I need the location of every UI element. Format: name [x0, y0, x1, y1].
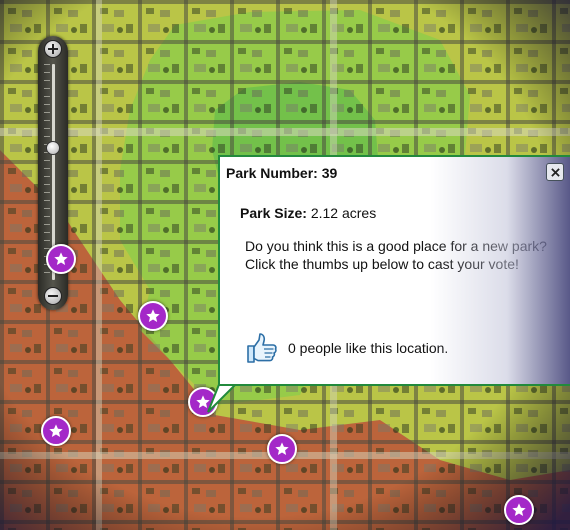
star-icon: [512, 503, 526, 516]
park-marker[interactable]: [267, 434, 297, 464]
zoom-ticks: [44, 64, 50, 280]
zoom-slider-handle[interactable]: [46, 140, 60, 155]
star-icon: [49, 424, 63, 437]
park-marker[interactable]: [46, 244, 76, 274]
park-marker[interactable]: [504, 495, 534, 525]
park-size-value: 2.12 acres: [310, 205, 377, 221]
park-size-label: Park Size:: [240, 205, 307, 221]
park-marker[interactable]: [41, 416, 71, 446]
popup-pointer: [207, 382, 240, 413]
close-icon: [550, 167, 560, 177]
zoom-out-button[interactable]: [44, 287, 62, 305]
park-number-value: 39: [321, 165, 338, 181]
like-count: 0 people like this location.: [288, 340, 449, 356]
zoom-slider-track[interactable]: [52, 64, 55, 280]
park-info-popup: Park Number: 39 Park Size: 2.12 acres Do…: [218, 155, 570, 386]
popup-close-button[interactable]: [546, 163, 564, 181]
thumbs-up-icon[interactable]: [244, 332, 278, 364]
park-size: Park Size: 2.12 acres: [240, 205, 376, 221]
star-icon: [146, 309, 160, 322]
vote-message: Do you think this is a good place for a …: [245, 238, 547, 272]
star-icon: [54, 252, 68, 265]
park-marker[interactable]: [138, 301, 168, 331]
star-icon: [196, 395, 210, 408]
like-row: 0 people like this location.: [244, 332, 448, 364]
park-number-label: Park Number:: [226, 165, 318, 181]
star-icon: [275, 442, 289, 455]
park-number: Park Number: 39: [226, 165, 337, 181]
zoom-in-button[interactable]: [44, 40, 62, 58]
